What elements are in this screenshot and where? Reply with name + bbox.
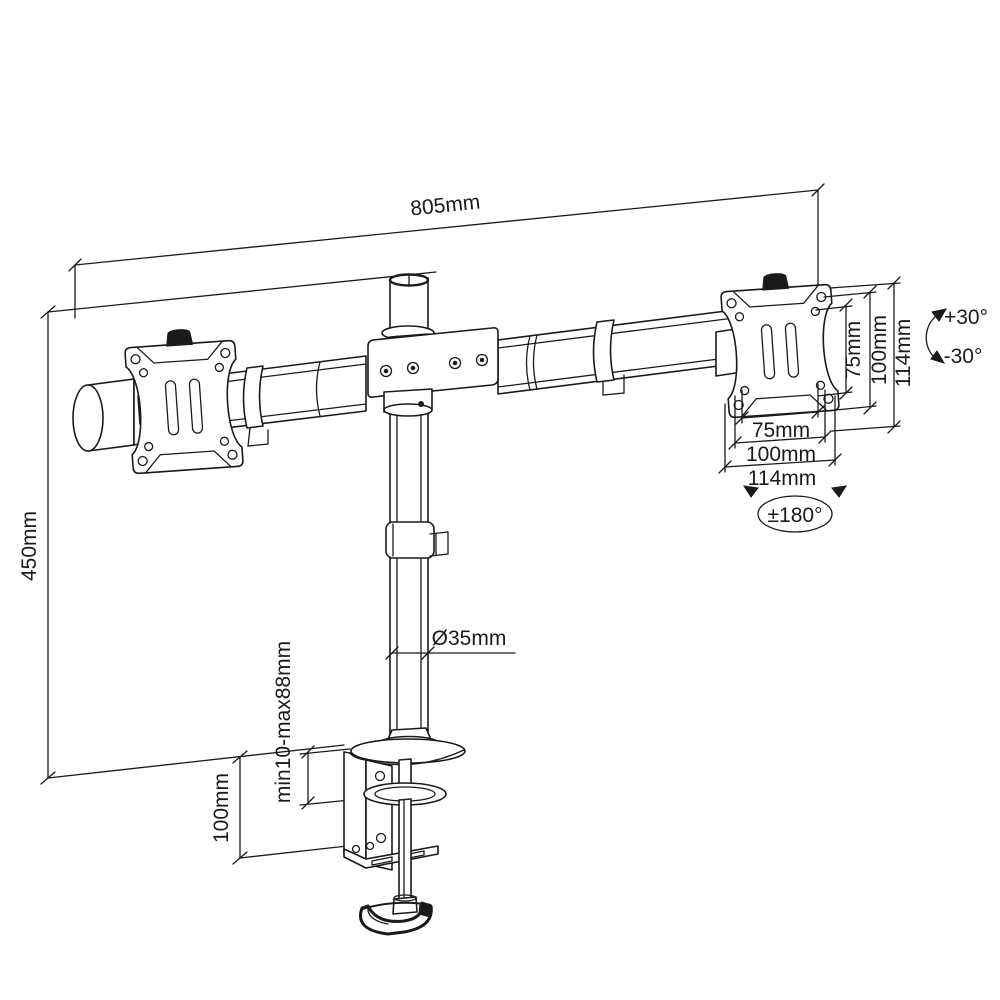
vesa-vertical-114-label: 114mm — [892, 319, 915, 387]
left-vesa-plate — [122, 325, 245, 475]
vesa-vertical-100-label: 100mm — [868, 315, 891, 385]
clamp-height-label: 100mm — [210, 773, 233, 843]
dim-clamp-height — [232, 750, 348, 865]
bracket-screws — [379, 353, 489, 378]
rotation-range-arrow — [742, 485, 848, 533]
clamp-knob — [359, 901, 433, 936]
center-arm-bracket — [367, 327, 499, 398]
desk-thickness-label: min10-max88mm — [272, 641, 295, 803]
tilt-up-label: +30° — [944, 306, 988, 329]
cable-clip-right — [592, 319, 625, 396]
clamp-screw-rod — [398, 798, 412, 901]
cable-clip-pole — [385, 521, 449, 559]
dimension-labels: 805mm 450mm 100mm min10-max88mm Ø35mm 75… — [18, 191, 988, 843]
vesa-horizontal-100-label: 100mm — [746, 443, 816, 466]
desk-clamp — [343, 727, 466, 936]
column-height-label: 450mm — [18, 511, 41, 581]
dim-pole-diameter — [385, 646, 516, 660]
vesa-horizontal-75-label: 75mm — [752, 419, 810, 442]
dim-desk-thickness — [299, 745, 351, 810]
dim-vesa-horizontal — [718, 383, 842, 474]
cable-clip-left — [242, 365, 269, 447]
rotation-label: ±180° — [768, 504, 823, 527]
vesa-vertical-75-label: 75mm — [842, 321, 865, 379]
vesa-horizontal-114-label: 114mm — [748, 467, 816, 490]
dim-column-height — [40, 271, 437, 785]
pole-collar — [383, 388, 433, 417]
clamp-bottom-arm — [343, 841, 439, 869]
tilt-down-label: -30° — [944, 345, 983, 368]
tilt-range-arrow — [925, 308, 948, 364]
dim-vesa-vertical — [815, 276, 901, 434]
arm-width-label: 805mm — [409, 191, 481, 221]
pole-diameter-label: Ø35mm — [432, 627, 507, 650]
pole-top-cap — [381, 273, 435, 341]
